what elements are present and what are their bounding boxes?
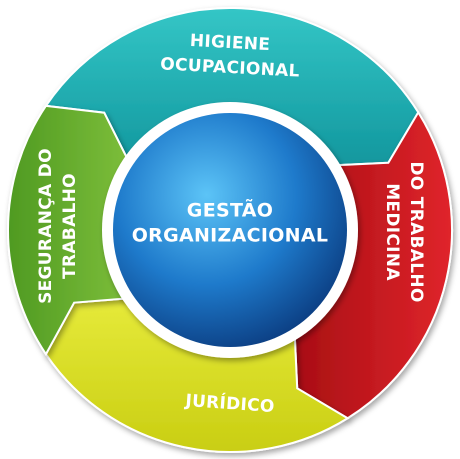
seguranca-label-line2: TRABALHO bbox=[60, 173, 80, 279]
higiene-label-line1: HIGIENE bbox=[189, 31, 270, 55]
seguranca-label: SEGURANÇA DO TRABALHO bbox=[36, 148, 80, 304]
medicina-label-line2: DO TRABALHO bbox=[406, 161, 426, 302]
seguranca-label-line1: SEGURANÇA DO bbox=[36, 148, 56, 304]
medicina-label: MEDICINA DO TRABALHO bbox=[382, 161, 426, 302]
center-label-line2: ORGANIZACIONAL bbox=[132, 225, 329, 247]
center-circle bbox=[113, 113, 347, 347]
medicina-label-line1: MEDICINA bbox=[382, 183, 402, 281]
higiene-label: HIGIENE OCUPACIONAL bbox=[160, 31, 300, 82]
center-label-line1: GESTÃO bbox=[187, 198, 273, 222]
